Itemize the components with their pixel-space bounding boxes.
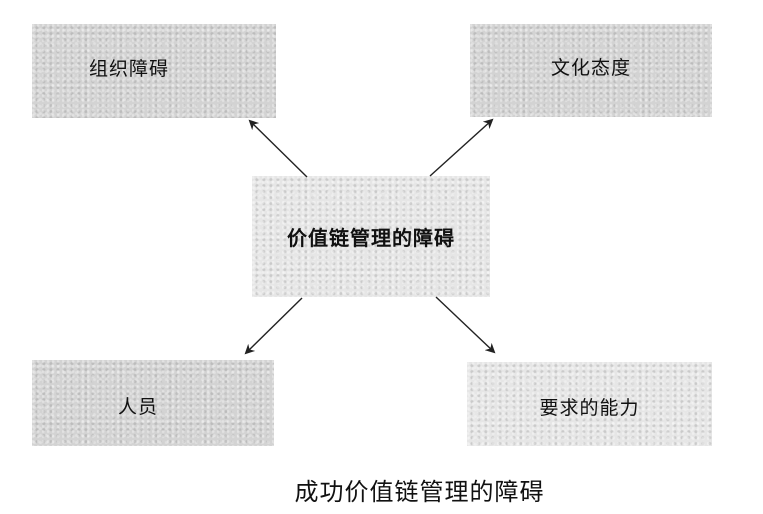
central-node-label: 价值链管理的障碍 xyxy=(287,226,455,250)
node-organizational-barriers: 组织障碍 xyxy=(32,24,276,118)
node-cultural-attitudes: 文化态度 xyxy=(470,24,712,117)
node-label: 要求的能力 xyxy=(539,396,640,419)
node-label: 组织障碍 xyxy=(88,57,169,80)
node-label: 文化态度 xyxy=(550,57,631,79)
arrow-to-bottom-right xyxy=(435,296,496,354)
arrow-to-top-left xyxy=(248,119,308,178)
arrow-to-bottom-left xyxy=(244,297,303,355)
central-node-value-chain-barriers: 价值链管理的障碍 xyxy=(252,176,490,297)
arrow-to-top-right xyxy=(429,118,494,177)
node-people: 人员 xyxy=(32,360,274,446)
figure-caption: 成功价值链管理的障碍 xyxy=(294,478,545,506)
node-required-capabilities: 要求的能力 xyxy=(467,362,712,446)
node-label: 人员 xyxy=(117,395,158,418)
